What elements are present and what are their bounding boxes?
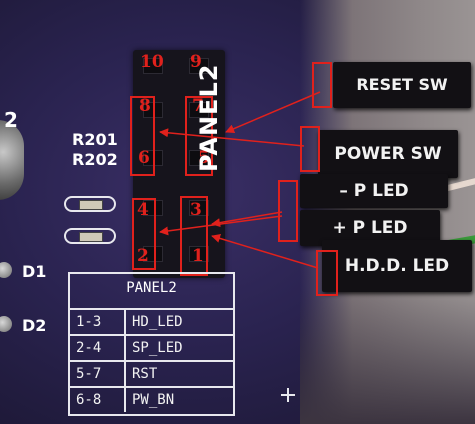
pin-7-5-highlight (185, 96, 213, 176)
pin-4-2-highlight (132, 198, 156, 270)
minus-p-led-connector: – P LED (300, 174, 448, 208)
pin-7-label: 7 (192, 96, 204, 116)
screw-icon (0, 120, 24, 200)
legend-row: 2-4 SP_LED (70, 334, 233, 360)
reset-sw-label: RESET SW (356, 75, 448, 94)
front-panel-header (133, 50, 225, 278)
resistor-top-icon (64, 196, 116, 212)
legend-pins: 5-7 (76, 366, 102, 382)
resistor-bottom-icon (64, 228, 116, 244)
resistor-r201-label: R201 (72, 130, 118, 149)
pin-10-label: 10 (140, 52, 164, 72)
hdd-arrow (211, 234, 319, 269)
pin-3-1-highlight (180, 196, 208, 276)
plus-p-led-label: + P LED (332, 218, 408, 238)
background-shadow (300, 290, 475, 424)
legend-function: RST (132, 366, 158, 382)
minus-led-arrow (211, 211, 283, 228)
diode-d2-label: D2 (22, 316, 47, 335)
legend-function: SP_LED (132, 340, 183, 356)
plus-led-arrow (159, 215, 283, 236)
power-sw-connector: POWER SW (318, 130, 458, 178)
minus-p-led-label: – P LED (339, 181, 409, 201)
legend-pins: 6-8 (76, 392, 102, 408)
reset-sw-connector: RESET SW (333, 62, 471, 108)
legend-row: 5-7 RST (70, 360, 233, 386)
legend-title: PANEL2 (126, 280, 177, 296)
pin-8-label: 8 (139, 96, 151, 116)
reset-arrow (225, 91, 321, 133)
pin-3-label: 3 (190, 200, 202, 220)
pin-2-label: 2 (137, 246, 149, 266)
hdd-connector-highlight (316, 250, 338, 296)
pin-8-6-highlight (130, 96, 155, 176)
legend-pins: 2-4 (76, 340, 102, 356)
power-sw-label: POWER SW (334, 144, 442, 164)
pin-6-label: 6 (138, 148, 150, 168)
reset-connector-highlight (312, 62, 332, 108)
hdd-led-connector: H.D.D. LED (322, 240, 472, 292)
legend-function: PW_BN (132, 392, 175, 408)
legend-row: 6-8 PW_BN (70, 386, 233, 412)
diode-d1-label: D1 (22, 262, 47, 281)
power-connector-highlight (300, 126, 320, 172)
led-connector-highlight (278, 180, 298, 242)
board-digit-label: 2 (4, 108, 18, 132)
pin-4-label: 4 (137, 200, 149, 220)
pin-1-label: 1 (192, 246, 204, 266)
led-d1-icon (0, 262, 12, 278)
power-arrow (159, 128, 305, 147)
legend-function: HD_LED (132, 314, 183, 330)
legend-pins: 1-3 (76, 314, 102, 330)
silkscreen-cross-icon-vertical (287, 388, 289, 402)
legend-row: 1-3 HD_LED (70, 308, 233, 334)
pin-5-label: 5 (198, 148, 210, 168)
led-d2-icon (0, 316, 12, 332)
hdd-led-label: H.D.D. LED (344, 256, 450, 276)
resistor-r202-label: R202 (72, 150, 118, 169)
panel2-legend-table: PANEL2 1-3 HD_LED 2-4 SP_LED 5-7 RST 6-8… (68, 272, 235, 416)
pin-9-label: 9 (190, 52, 202, 72)
